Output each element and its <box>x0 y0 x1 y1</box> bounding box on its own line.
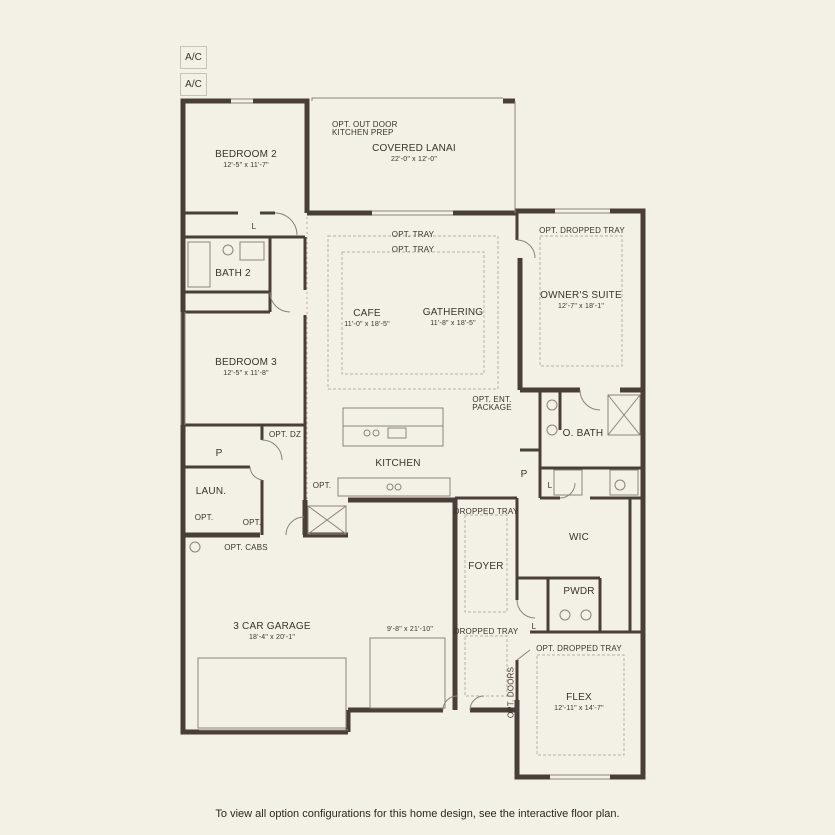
note-opt-laundry-2: OPT. <box>242 518 262 527</box>
note-opt-doors: OPT. DOORS <box>506 666 516 719</box>
room-dim-garage-bay: 9'-8" x 21'-10" <box>386 626 434 633</box>
note-opt-outdoor-kitchen: OPT. OUT DOOR <box>332 120 398 129</box>
note-opt-ent-package-2: PACKAGE <box>472 403 512 412</box>
room-dim-flex: 12'-11" x 14'-7" <box>554 705 604 712</box>
note-opt-dropped-tray-flex: OPT. DROPPED TRAY <box>536 644 622 653</box>
room-name-pantry-2: P <box>520 469 528 480</box>
note-opt-ent-package: OPT. ENT. <box>472 395 512 404</box>
footer-note: To view all option configurations for th… <box>215 808 620 820</box>
fixtures <box>189 244 626 621</box>
room-dim-bedroom2: 12'-5" x 11'-7" <box>223 162 269 169</box>
window-lines <box>180 97 641 780</box>
room-name-flex: FLEX <box>566 692 592 703</box>
room-name-bath2: BATH 2 <box>215 268 251 279</box>
room-name-gathering: GATHERING <box>422 307 484 318</box>
room-dim-bedroom3: 12'-5" x 11'-8" <box>223 370 269 377</box>
room-name-o-bath: O. BATH <box>562 428 604 439</box>
room-dim-covered-lanai: 22'-0" x 12'-0" <box>390 156 438 163</box>
room-name-kitchen: KITCHEN <box>375 458 421 469</box>
room-dim-garage: 18'-4" x 20'-1" <box>248 634 296 641</box>
note-linen-3: L <box>531 622 537 631</box>
note-opt-outdoor-kitchen-2: KITCHEN PREP <box>332 128 394 137</box>
room-name-laundry: LAUN. <box>195 486 227 497</box>
ac-unit-label: A/C <box>180 46 207 69</box>
room-name-garage: 3 CAR GARAGE <box>233 621 311 632</box>
note-linen: L <box>251 222 257 231</box>
room-name-foyer: FOYER <box>468 561 504 572</box>
room-name-bedroom2: BEDROOM 2 <box>215 149 277 160</box>
note-opt-kitchen: OPT. <box>312 481 332 490</box>
room-dim-gathering: 11'-8" x 18'-5" <box>430 320 476 327</box>
note-opt-laundry: OPT. <box>194 513 214 522</box>
room-name-pantry: P <box>215 448 223 459</box>
room-name-bedroom3: BEDROOM 3 <box>215 357 277 368</box>
room-name-covered-lanai: COVERED LANAI <box>372 143 456 154</box>
note-dropped-tray: DROPPED TRAY <box>453 507 519 516</box>
note-dropped-tray-2: DROPPED TRAY <box>453 627 519 636</box>
note-opt-cabs: OPT. CABS <box>224 543 268 552</box>
tray-outlines <box>306 217 625 756</box>
note-opt-dropped-tray-owner: OPT. DROPPED TRAY <box>539 226 625 235</box>
room-dim-owners-suite: 12'-7" x 18'-1" <box>557 303 605 310</box>
note-linen-2: L <box>547 481 553 490</box>
note-opt-tray: OPT. TRAY <box>391 230 435 239</box>
door-swings <box>249 212 601 711</box>
interior-walls <box>185 211 643 700</box>
room-name-cafe: CAFE <box>353 308 381 319</box>
exterior-walls <box>180 98 646 780</box>
ac-unit-label: A/C <box>180 73 207 96</box>
room-name-owners-suite: OWNER'S SUITE <box>540 290 622 301</box>
room-name-pwdr: PWDR <box>563 586 595 597</box>
note-opt-tray-2: OPT. TRAY <box>391 245 435 254</box>
room-dim-cafe: 11'-0" x 18'-5" <box>344 321 390 328</box>
room-name-wic: WIC <box>568 532 590 543</box>
note-opt-dz: OPT. DZ <box>268 430 302 439</box>
